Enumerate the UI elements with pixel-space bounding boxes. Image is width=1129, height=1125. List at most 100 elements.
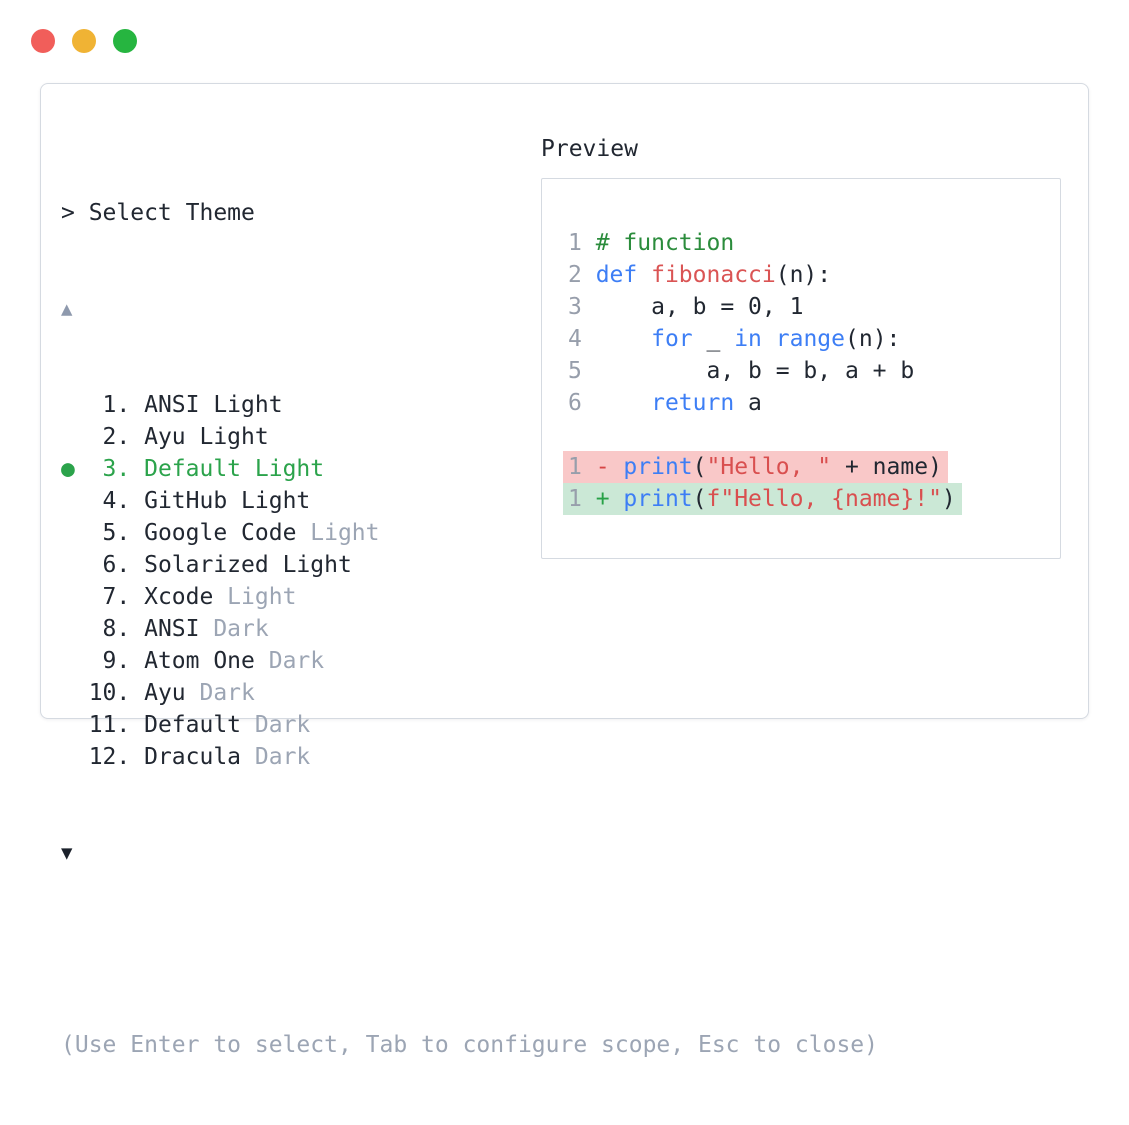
select-theme-prompt: > Select Theme	[61, 200, 255, 226]
code-token: # function	[595, 230, 735, 256]
marker-placeholder	[61, 520, 89, 546]
code-token: print	[623, 486, 693, 512]
traffic-light-minimize-button[interactable]	[72, 29, 96, 53]
code-line: 3 a, b = 0, 1	[568, 291, 1048, 323]
code-token: (n):	[775, 262, 832, 288]
marker-placeholder	[61, 648, 89, 674]
theme-item-label: 9. Atom One	[88, 648, 255, 674]
traffic-light-zoom-button[interactable]	[113, 29, 137, 53]
theme-item-label: 7. Xcode	[88, 584, 214, 610]
theme-item-variant-label: Dark	[199, 616, 269, 642]
code-token	[637, 262, 651, 288]
theme-list-item[interactable]: 11. Default Dark	[61, 709, 878, 741]
theme-list-item[interactable]: 9. Atom One Dark	[61, 645, 878, 677]
theme-item-label: 6. Solarized Light	[88, 552, 352, 578]
scroll-up-icon[interactable]: ▲	[61, 298, 73, 320]
code-token	[762, 326, 776, 352]
theme-item-variant-label: Light	[296, 520, 380, 546]
marker-placeholder	[61, 712, 89, 738]
line-number	[568, 422, 596, 448]
marker-placeholder	[61, 744, 89, 770]
traffic-light-close-button[interactable]	[31, 29, 55, 53]
code-token: a, b = b, a + b	[595, 358, 915, 384]
code-token: f"Hello, {name}!"	[706, 486, 942, 512]
code-token: +	[595, 486, 624, 512]
theme-item-variant-label: Dark	[254, 648, 325, 674]
theme-item-label: 1. ANSI Light	[88, 392, 283, 418]
marker-placeholder	[61, 424, 89, 450]
diff-del-line: 1 - print("Hello, " + name)	[563, 451, 1048, 483]
code-token: range	[775, 326, 845, 352]
line-number: 1	[568, 230, 596, 256]
marker-placeholder	[61, 552, 89, 578]
theme-item-label: 4. GitHub Light	[88, 488, 311, 514]
marker-placeholder	[61, 680, 89, 706]
code-token: a	[734, 390, 762, 416]
marker-placeholder	[61, 488, 89, 514]
marker-placeholder	[61, 616, 89, 642]
code-token	[596, 326, 651, 352]
marker-placeholder	[61, 392, 89, 418]
code-line: 6 return a	[568, 387, 1048, 419]
scroll-down-icon[interactable]: ▼	[61, 842, 73, 864]
code-token: return	[651, 390, 735, 416]
code-token: "Hello, "	[706, 454, 832, 480]
code-token: (	[692, 486, 707, 512]
theme-picker-panel: > Select Theme ▲ 1. ANSI Light 2. Ayu Li…	[40, 83, 1089, 1058]
code-line	[568, 419, 1048, 451]
theme-item-label: 11. Default	[88, 712, 242, 738]
theme-list-item[interactable]: 12. Dracula Dark	[61, 741, 878, 773]
theme-list-item[interactable]: 5. Google Code Light	[61, 517, 878, 549]
code-line: 1 # function	[568, 227, 1048, 259]
code-token: in	[734, 326, 762, 352]
code-token: )	[941, 486, 956, 512]
theme-item-label: 5. Google Code	[88, 520, 297, 546]
theme-list-item[interactable]: 4. GitHub Light	[61, 485, 878, 517]
diff-add-line: 1 + print(f"Hello, {name}!")	[563, 483, 1048, 515]
code-token: print	[623, 454, 693, 480]
code-token: fibonacci	[651, 262, 776, 288]
theme-item-variant-label: Light	[213, 584, 297, 610]
preview-label: Preview	[541, 136, 638, 162]
code-token: a, b = 0, 1	[595, 294, 804, 320]
theme-list-item[interactable]: 1. ANSI Light	[61, 389, 878, 421]
line-number: 2	[568, 262, 596, 288]
diff-added-highlight: 1 + print(f"Hello, {name}!")	[563, 483, 962, 515]
line-number: 6	[568, 390, 596, 416]
code-token: -	[595, 454, 624, 480]
code-line: 5 a, b = b, a + b	[568, 355, 1048, 387]
theme-item-label: 2. Ayu Light	[88, 424, 269, 450]
code-token: + name)	[831, 454, 942, 480]
line-number: 1	[568, 486, 596, 512]
theme-list-item[interactable]: 10. Ayu Dark	[61, 677, 878, 709]
theme-item-variant-label: Dark	[241, 744, 311, 770]
selected-marker-icon: ●	[61, 456, 89, 482]
code-line: 4 for _ in range(n):	[568, 323, 1048, 355]
code-token: def	[595, 262, 638, 288]
keyboard-hint-text: (Use Enter to select, Tab to configure s…	[61, 1032, 878, 1058]
theme-item-label: 8. ANSI	[88, 616, 200, 642]
marker-placeholder	[61, 584, 89, 610]
theme-list-item[interactable]: ● 3. Default Light	[61, 453, 878, 485]
theme-list-item[interactable]: 2. Ayu Light	[61, 421, 878, 453]
theme-item-variant-label: Dark	[185, 680, 255, 706]
line-number: 3	[568, 294, 596, 320]
theme-list-item[interactable]: 6. Solarized Light	[61, 549, 878, 581]
line-number: 1	[568, 454, 596, 480]
code-token: (	[692, 454, 707, 480]
line-number: 5	[568, 358, 596, 384]
theme-item-label: 10. Ayu	[88, 680, 186, 706]
theme-item-variant-label: Dark	[241, 712, 311, 738]
diff-removed-highlight: 1 - print("Hello, " + name)	[563, 451, 948, 483]
theme-list-item[interactable]: 8. ANSI Dark	[61, 613, 878, 645]
code-line: 2 def fibonacci(n):	[568, 259, 1048, 291]
theme-item-label: 12. Dracula	[88, 744, 242, 770]
theme-item-label: 3. Default Light	[88, 456, 325, 482]
code-token: _	[692, 326, 735, 352]
code-token	[596, 390, 651, 416]
code-token: for	[651, 326, 693, 352]
theme-list-item[interactable]: 7. Xcode Light	[61, 581, 878, 613]
line-number: 4	[568, 326, 596, 352]
